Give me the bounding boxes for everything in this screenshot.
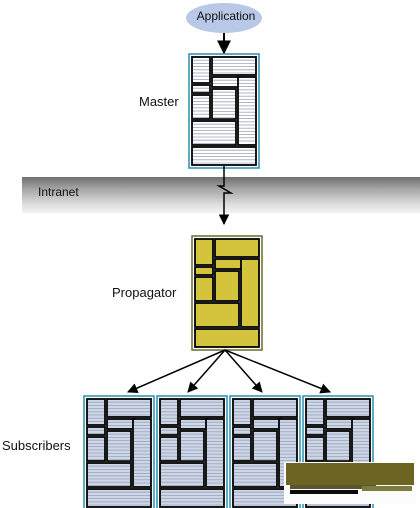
corner-overlay-stripe bbox=[290, 490, 358, 494]
db-block bbox=[194, 238, 214, 266]
intranet-link-arrow bbox=[216, 166, 234, 226]
db-block bbox=[106, 430, 132, 462]
propagator-database-icon bbox=[191, 235, 263, 351]
db-block bbox=[305, 426, 325, 436]
db-block bbox=[214, 238, 260, 258]
db-block bbox=[159, 426, 179, 436]
db-block bbox=[191, 84, 211, 94]
db-block bbox=[232, 426, 252, 436]
db-block bbox=[159, 462, 205, 488]
db-block bbox=[194, 276, 214, 302]
master-label: Master bbox=[139, 94, 179, 109]
db-block bbox=[159, 488, 225, 508]
db-block bbox=[325, 430, 351, 462]
intranet-label: Intranet bbox=[38, 185, 79, 199]
db-block bbox=[325, 398, 371, 418]
db-block bbox=[106, 398, 152, 418]
corner-overlay-bar bbox=[286, 463, 414, 485]
db-block bbox=[194, 328, 260, 348]
db-block bbox=[240, 258, 260, 328]
propagator-to-subscriber-4-arrow bbox=[224, 349, 331, 394]
db-block bbox=[232, 462, 278, 488]
db-block bbox=[86, 426, 106, 436]
db-block bbox=[106, 418, 136, 430]
propagator-label: Propagator bbox=[112, 285, 177, 300]
db-block bbox=[179, 398, 225, 418]
db-block bbox=[179, 430, 205, 462]
db-block bbox=[252, 418, 282, 430]
db-block bbox=[211, 88, 237, 120]
db-block bbox=[325, 418, 355, 430]
corner-overlay-stripe bbox=[290, 485, 376, 489]
db-block bbox=[211, 76, 241, 88]
db-block bbox=[194, 266, 214, 276]
intranet-band bbox=[22, 177, 420, 213]
propagator-to-subscriber-3-arrow bbox=[224, 349, 263, 393]
propagator-to-subscriber-2-arrow bbox=[187, 349, 226, 393]
db-block bbox=[214, 258, 244, 270]
db-block bbox=[194, 302, 240, 328]
db-block bbox=[191, 146, 257, 166]
db-block bbox=[252, 398, 298, 418]
propagator-to-subscriber-1-arrow bbox=[127, 349, 226, 394]
db-block bbox=[252, 430, 278, 462]
corner-overlay-stripe bbox=[362, 486, 412, 491]
master-database-icon bbox=[188, 53, 260, 169]
db-block bbox=[211, 56, 257, 76]
db-block bbox=[86, 488, 152, 508]
application-label: Application bbox=[196, 9, 256, 23]
subscribers-label: Subscribers bbox=[2, 438, 71, 453]
application-node bbox=[186, 3, 262, 33]
db-block bbox=[214, 270, 240, 302]
db-block bbox=[179, 418, 209, 430]
db-block bbox=[86, 462, 132, 488]
db-block bbox=[191, 120, 237, 146]
